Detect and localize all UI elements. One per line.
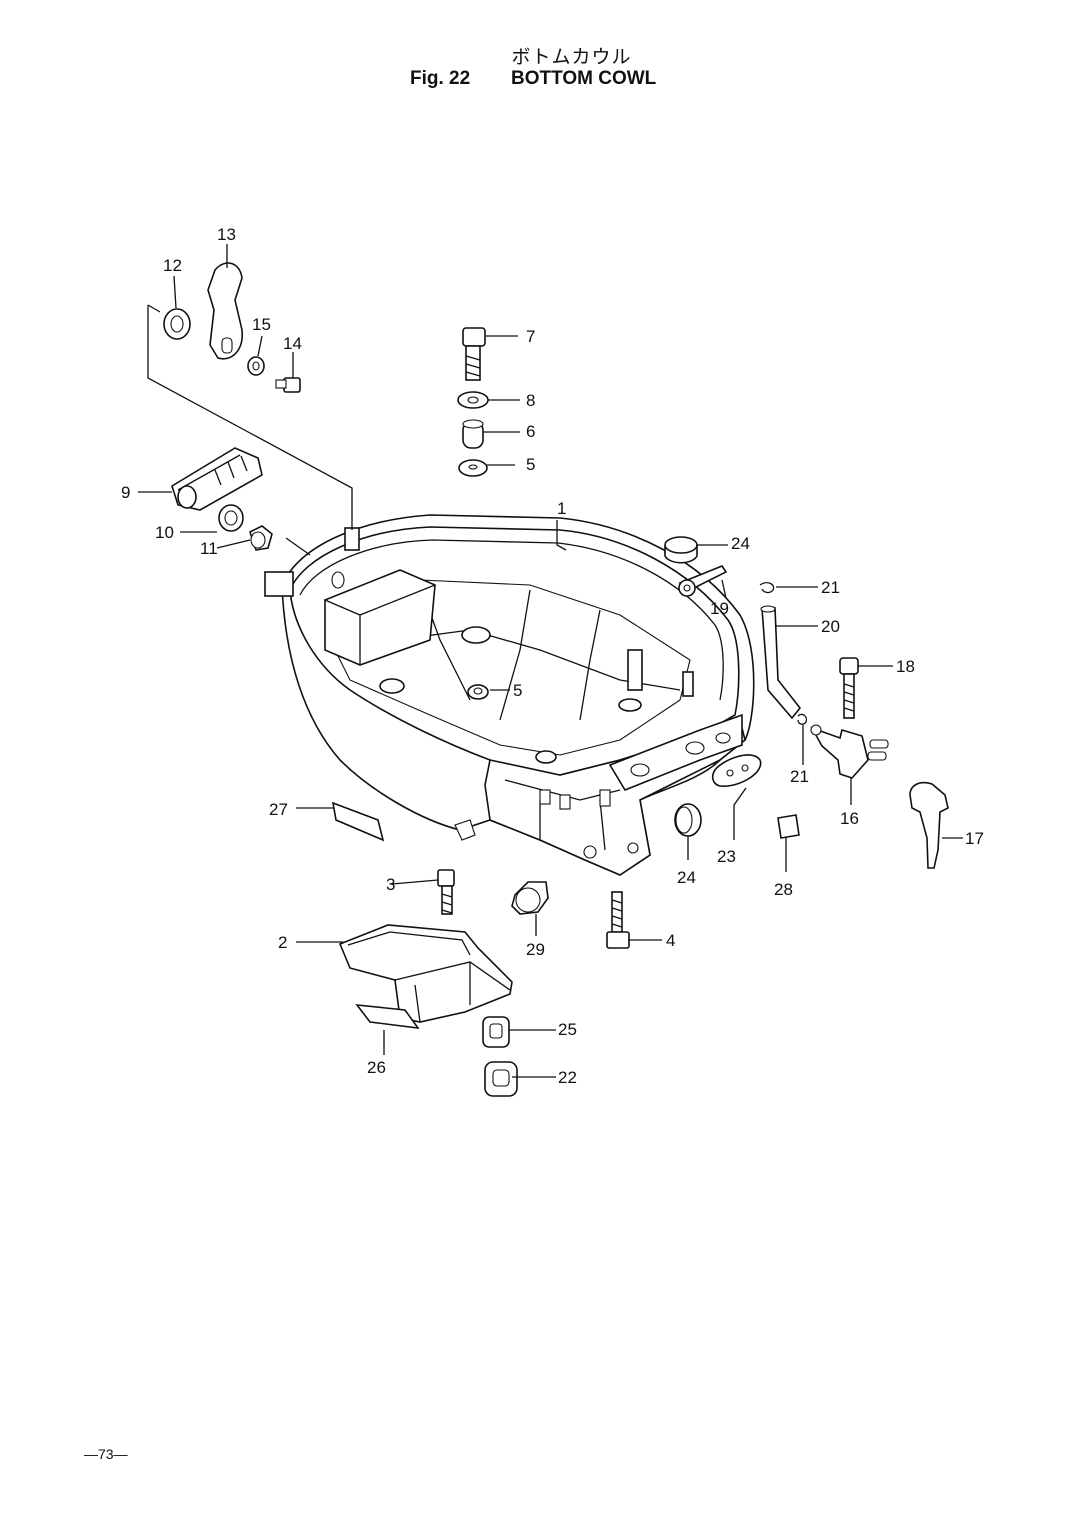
callout-24-upper: 24 [731,534,750,553]
figure-number: Fig. 22 [410,68,471,89]
warning-label-left-part [331,801,385,842]
cowl-lever-part [171,447,263,511]
bottom-cowl-part [264,514,755,876]
page-number: —73— [84,1446,128,1462]
fuel-connector-part [810,724,889,779]
callout-7: 7 [526,327,535,346]
callout-22: 22 [558,1068,577,1087]
connector-cap-part [909,781,949,869]
hose-clip-part [678,565,728,597]
callout-19: 19 [710,599,729,618]
grommet-plate-part [711,754,762,787]
hose-clamp-upper-part [759,582,775,594]
callout-17: 17 [965,829,984,848]
connector-bolt-part [839,657,859,719]
callout-21-lower: 21 [790,767,809,786]
callout-24-lower: 24 [677,868,696,887]
callout-3: 3 [386,875,395,894]
grommet-25-part [482,1016,510,1048]
callout-20: 20 [821,617,840,636]
long-bolt-part [606,891,630,949]
callout-15: 15 [252,315,271,334]
lower-grommet-part [467,684,489,700]
callout-23: 23 [717,847,736,866]
callout-25: 25 [558,1020,577,1039]
cowl-hook-part [207,262,243,360]
warning-label-bottom-part [355,1004,420,1030]
callout-9: 9 [121,483,130,502]
callout-11: 11 [200,539,218,558]
plug-29-part [511,881,549,915]
top-plug-cap-part [664,536,698,564]
side-plug-cap-part [674,803,702,837]
callout-10: 10 [155,523,174,542]
callout-21-upper: 21 [821,578,840,597]
assembly-guide-line [147,305,353,530]
callout-2: 2 [278,933,287,952]
lever-collar-part [249,525,273,551]
callout-26: 26 [367,1058,386,1077]
callout-8: 8 [526,391,535,410]
callout-16: 16 [840,809,859,828]
hose-clamp-lower-part [797,713,808,725]
callout-29: 29 [526,940,545,959]
callout-4: 4 [666,931,675,950]
spacer-collar-part [462,419,484,449]
front-apron-part [338,924,513,1023]
callout-5-upper: 5 [526,455,535,474]
upper-grommet-part [458,459,488,477]
mount-bolt-part [462,327,486,381]
callout-13: 13 [217,225,236,244]
lever-seal-part [218,504,244,532]
callout-18: 18 [896,657,915,676]
fuel-hose-part [760,605,802,720]
callout-6: 6 [526,422,535,441]
grommet-22-part [484,1061,518,1097]
callout-27: 27 [269,800,288,819]
figure-name: BOTTOM COWL [511,68,657,89]
callout-labels: 1 2 3 4 5 5 6 7 8 9 10 11 12 13 14 15 16… [121,225,984,1087]
figure-title-japanese: ボトムカウル [511,46,632,68]
callout-14: 14 [283,334,302,353]
small-washer-part [247,356,265,376]
callout-1: 1 [557,499,566,518]
assembly-guide-line-tip [147,304,161,313]
small-label-part [777,814,800,839]
cowl-bolt-part [437,869,455,915]
callout-12: 12 [163,256,182,275]
callout-28: 28 [774,880,793,899]
hook-bolt-part [275,377,301,393]
leader-lines [138,244,963,1078]
washer-ring-part [163,308,191,340]
flat-washer-part [457,391,489,409]
callout-5-lower: 5 [513,681,522,700]
